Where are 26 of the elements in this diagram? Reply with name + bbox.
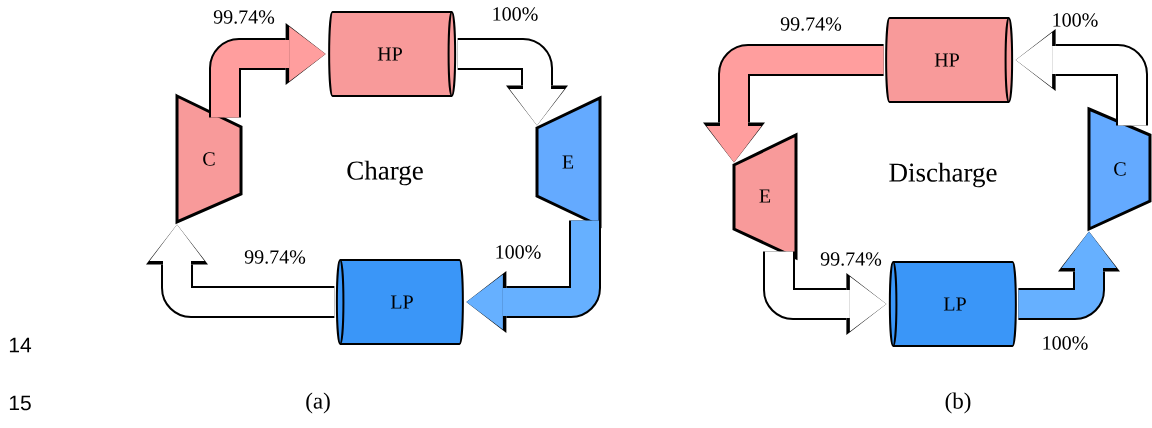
edge-label: 99.74% [780,17,842,31]
flow-arrow [209,23,326,118]
edge-label: 100% [1043,336,1088,350]
edge-label: 100% [496,245,541,259]
cycle-title: Charge [347,160,423,186]
flow-arrow [1018,231,1120,320]
edge-label: 99.74% [244,250,306,264]
flow-arrow [1015,29,1148,126]
cylinder-tank: LP [335,259,464,345]
flow-arrow [703,44,884,163]
edge-label: 100% [493,7,538,21]
cylinder-tank: HP [885,17,1014,103]
cylinder-tank: HP [328,11,457,97]
flow-arrow [763,251,887,335]
line-number: 14 [9,337,32,353]
edge-label: 99.74% [820,252,882,266]
panel-caption: (a) [306,392,330,414]
panel-caption: (b) [945,392,971,414]
edge-label: 100% [1053,13,1098,27]
flow-arrow [466,220,601,333]
flow-arrow [146,224,335,318]
edge-label: 99.74% [213,10,275,24]
line-number: 15 [9,395,31,411]
flow-arrow [457,38,568,126]
cylinder-tank: LP [888,261,1017,347]
cycle-title: Discharge [889,162,997,188]
